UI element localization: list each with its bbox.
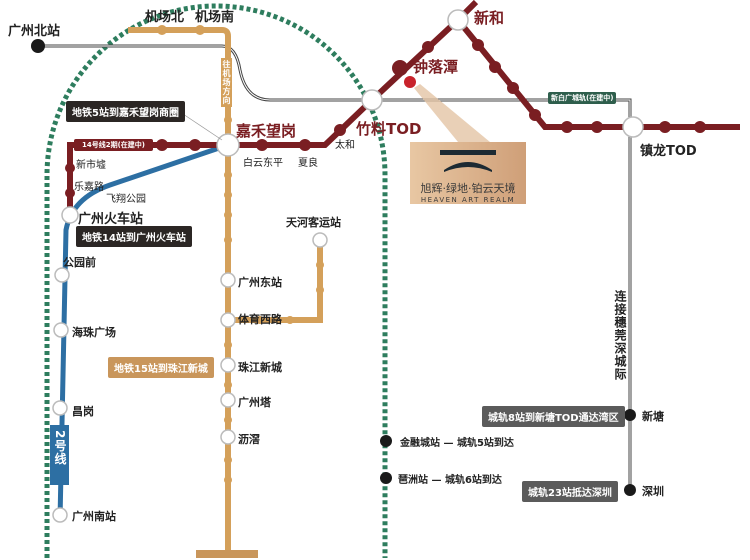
project-location-marker — [404, 76, 416, 88]
station-tianhe-bus: 天河客运站 — [286, 216, 341, 229]
station-xialiang: 夏良 — [298, 158, 318, 169]
line3-stops — [157, 25, 324, 484]
station-airport-south: 机场南 — [195, 10, 235, 25]
guangzhou-north-dot — [31, 39, 45, 53]
station-changgang: 昌岗 — [72, 405, 94, 418]
station-taihe: 太和 — [335, 140, 355, 151]
interchange-stations — [52, 9, 644, 523]
station-feixiang-park: 飞翔公园 — [106, 194, 146, 205]
callout-metro14: 地铁14站到广州火车站 — [76, 226, 192, 247]
station-xinhe: 新和 — [474, 9, 505, 27]
station-xinshixu: 新市墟 — [76, 160, 106, 171]
line3 — [128, 27, 231, 556]
project-logo: 旭辉·绿地·铂云天境 HEAVEN ART REALM — [410, 142, 526, 204]
station-guangzhou-north: 广州北站 — [8, 24, 61, 39]
line2-label: 2号线 — [53, 430, 67, 466]
station-haizhu-square: 海珠广场 — [72, 326, 116, 339]
station-zhongluotan: 钟落潭 — [413, 58, 459, 76]
line14-phase2-label: 14号线2期(在建中) — [74, 139, 154, 151]
station-airport-north: 机场北 — [145, 10, 185, 25]
line2-label-box — [50, 425, 69, 485]
callout-leader-line — [179, 111, 223, 141]
station-baiyun-dongping: 白云东平 — [243, 158, 283, 169]
line14-stops — [65, 39, 706, 198]
station-shenzhen: 深圳 — [642, 485, 664, 498]
station-zhujiang-newtown: 珠江新城 — [238, 361, 282, 374]
station-guangzhou-railway: 广州火车站 — [78, 212, 144, 227]
location-pointer — [414, 84, 490, 142]
callout-rail23: 城轨23站抵达深圳 — [522, 481, 618, 502]
logo-cn: 旭辉·绿地·铂云天境 — [420, 182, 516, 195]
station-tiyu-west: 体育西路 — [238, 313, 282, 326]
rail-stations — [380, 409, 636, 496]
station-gongyuanqian: 公园前 — [63, 256, 96, 269]
logo-mark-icon — [440, 150, 496, 172]
ring-road — [44, 3, 388, 558]
station-pazhou: 琶洲站 — 城轨6站到达 — [398, 475, 502, 486]
station-xintang: 新塘 — [642, 410, 664, 423]
station-guangzhou-east: 广州东站 — [238, 276, 282, 289]
station-guangzhou-south: 广州南站 — [72, 510, 116, 523]
station-jinrongcheng: 金融城站 — 城轨5站到达 — [400, 438, 514, 449]
station-lejia-road: 乐嘉路 — [74, 182, 104, 193]
intercity-label: 连接穗莞深城际 — [613, 290, 627, 381]
line3-bottom-box — [196, 550, 258, 558]
station-canton-tower: 广州塔 — [238, 396, 271, 409]
station-jiahe-wanggang: 嘉禾望岗 — [236, 122, 297, 140]
station-zhenlong-tod: 镇龙TOD — [640, 144, 697, 159]
callout-rail8: 城轨8站到新塘TOD通达湾区 — [482, 406, 625, 427]
xinbai-rail-label: 新白广城轨(在建中) — [548, 92, 617, 104]
callout-metro5: 地铁5站到嘉禾望岗商圈 — [66, 101, 185, 122]
logo-en: HEAVEN ART REALM — [420, 196, 516, 204]
line2 — [57, 142, 229, 521]
to-airport-label: 往机场方向 — [221, 58, 232, 107]
station-lijiao: 沥滘 — [238, 433, 260, 446]
station-zhuliao-tod: 竹料TOD — [356, 120, 422, 138]
callout-metro15: 地铁15站到珠江新城 — [108, 357, 214, 378]
